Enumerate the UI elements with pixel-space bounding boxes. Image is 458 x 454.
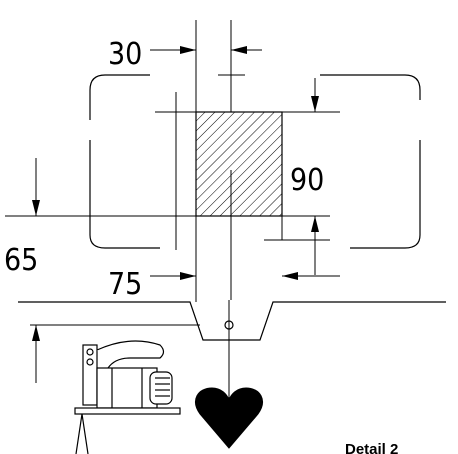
dim-label-90: 90 (290, 163, 324, 198)
base-profile (18, 300, 446, 400)
hatched-cutout (195, 111, 283, 217)
dim-30: 30 (108, 37, 262, 72)
jigsaw-icon (74, 340, 181, 454)
heart-shape (195, 387, 263, 449)
dim-75: 75 (108, 267, 340, 302)
dim-label-75: 75 (108, 267, 142, 302)
extension-lines (5, 20, 340, 302)
dim-label-30: 30 (108, 37, 142, 72)
dim-65: 65 (4, 158, 200, 383)
board-outline (89, 74, 421, 249)
dim-label-65: 65 (4, 243, 38, 278)
detail-caption: Detail 2 (345, 441, 398, 454)
dim-90: 90 (290, 78, 324, 275)
